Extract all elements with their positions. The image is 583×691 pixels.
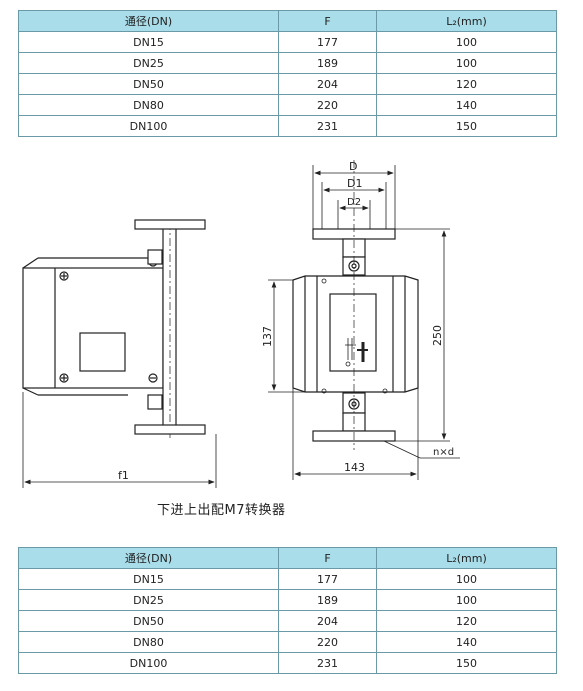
cell-f: 177 <box>278 568 377 590</box>
cell-dn: DN25 <box>18 52 279 74</box>
cell-dn: DN25 <box>18 589 279 611</box>
cell-f: 220 <box>278 631 377 653</box>
cell-dn: DN80 <box>18 631 279 653</box>
spec-table-top: 通径(DN) F L₂(mm) DN15 177 100 DN25 189 10… <box>18 10 557 137</box>
dim-f1-label: f1 <box>118 469 129 482</box>
table-row: DN80 220 140 <box>18 94 557 116</box>
dim-143-label: 143 <box>344 461 365 474</box>
table-row: DN100 231 150 <box>18 652 557 674</box>
cell-l2: 100 <box>376 52 557 74</box>
table-header-row: 通径(DN) F L₂(mm) <box>18 10 557 32</box>
table-row: DN80 220 140 <box>18 631 557 653</box>
header-dn: 通径(DN) <box>18 10 279 32</box>
lower-flange <box>134 424 206 435</box>
cell-dn: DN50 <box>18 73 279 95</box>
cell-f: 204 <box>278 73 377 95</box>
cell-f: 231 <box>278 652 377 674</box>
cell-l2: 120 <box>376 73 557 95</box>
cell-l2: 100 <box>376 31 557 53</box>
cell-f: 189 <box>278 589 377 611</box>
front-view <box>268 160 460 480</box>
table-row: DN25 189 100 <box>18 52 557 74</box>
screw-icon <box>148 373 158 383</box>
table-row: DN50 204 120 <box>18 610 557 632</box>
table-row: DN25 189 100 <box>18 589 557 611</box>
screw-icon <box>59 271 69 281</box>
spec-table-bottom: 通径(DN) F L₂(mm) DN15 177 100 DN25 189 10… <box>18 547 557 674</box>
dim-137-label: 137 <box>261 326 274 347</box>
cell-l2: 150 <box>376 652 557 674</box>
dim-d-label: D <box>349 160 357 173</box>
drawing-caption: 下进上出配M7转换器 <box>157 503 286 518</box>
cell-l2: 120 <box>376 610 557 632</box>
cell-f: 204 <box>278 610 377 632</box>
dim-d1-label: D1 <box>347 177 362 190</box>
dim-d2-label: D2 <box>347 197 361 208</box>
screw-icon <box>59 373 69 383</box>
cell-f: 177 <box>278 31 377 53</box>
cell-f: 189 <box>278 52 377 74</box>
display-window <box>79 332 126 372</box>
header-l2: L₂(mm) <box>376 10 557 32</box>
cell-l2: 100 <box>376 568 557 590</box>
indicator-window <box>329 293 377 372</box>
upper-flange <box>134 219 206 230</box>
table-row: DN100 231 150 <box>18 115 557 137</box>
cell-dn: DN15 <box>18 568 279 590</box>
measuring-tube <box>162 227 177 427</box>
table-row: DN15 177 100 <box>18 31 557 53</box>
cell-l2: 100 <box>376 589 557 611</box>
cell-dn: DN15 <box>18 31 279 53</box>
header-f: F <box>278 547 377 569</box>
cell-l2: 140 <box>376 94 557 116</box>
side-view <box>22 219 217 488</box>
cell-l2: 140 <box>376 631 557 653</box>
cell-l2: 150 <box>376 115 557 137</box>
table-header-row: 通径(DN) F L₂(mm) <box>18 547 557 569</box>
cell-f: 220 <box>278 94 377 116</box>
cell-dn: DN80 <box>18 94 279 116</box>
flowmeter-drawing: f1 <box>22 160 460 488</box>
dim-250-label: 250 <box>431 325 444 346</box>
header-f: F <box>278 10 377 32</box>
cell-f: 231 <box>278 115 377 137</box>
cell-dn: DN100 <box>18 652 279 674</box>
header-l2: L₂(mm) <box>376 547 557 569</box>
cell-dn: DN100 <box>18 115 279 137</box>
table-row: DN50 204 120 <box>18 73 557 95</box>
header-dn: 通径(DN) <box>18 547 279 569</box>
dim-nxd-label: n×d <box>433 447 454 458</box>
table-row: DN15 177 100 <box>18 568 557 590</box>
cell-dn: DN50 <box>18 610 279 632</box>
